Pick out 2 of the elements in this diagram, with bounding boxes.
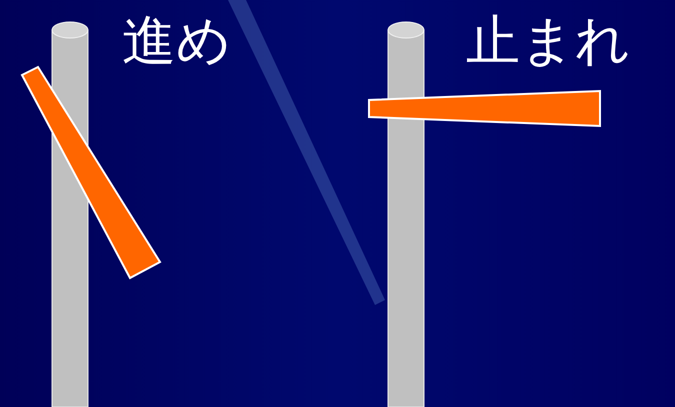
signal-label: 進め <box>122 14 231 68</box>
signal-label: 止まれ <box>466 14 630 68</box>
